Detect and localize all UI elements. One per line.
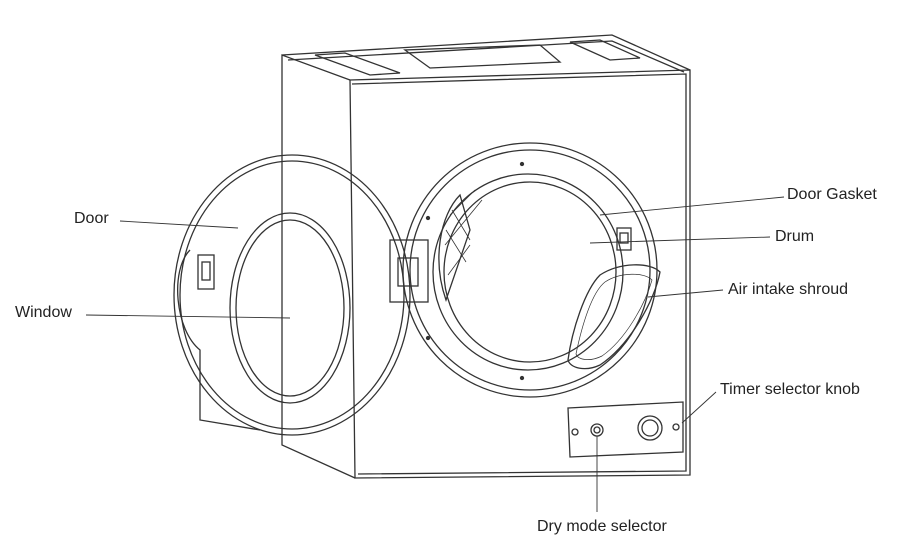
door-opening (402, 142, 658, 398)
label-timer-selector-knob: Timer selector knob (720, 381, 860, 398)
door (173, 154, 411, 436)
door-hinge (389, 239, 429, 303)
label-door-gasket: Door Gasket (787, 186, 877, 203)
label-dry-mode-selector: Dry mode selector (537, 518, 667, 535)
label-drum: Drum (775, 228, 815, 245)
label-door: Door (74, 210, 109, 227)
air-intake-shroud (567, 264, 661, 370)
label-air-intake-shroud: Air intake shroud (728, 281, 849, 298)
cabinet (281, 34, 691, 479)
leader-lines (85, 196, 785, 512)
label-window: Window (15, 304, 72, 321)
control-panel (567, 401, 684, 458)
